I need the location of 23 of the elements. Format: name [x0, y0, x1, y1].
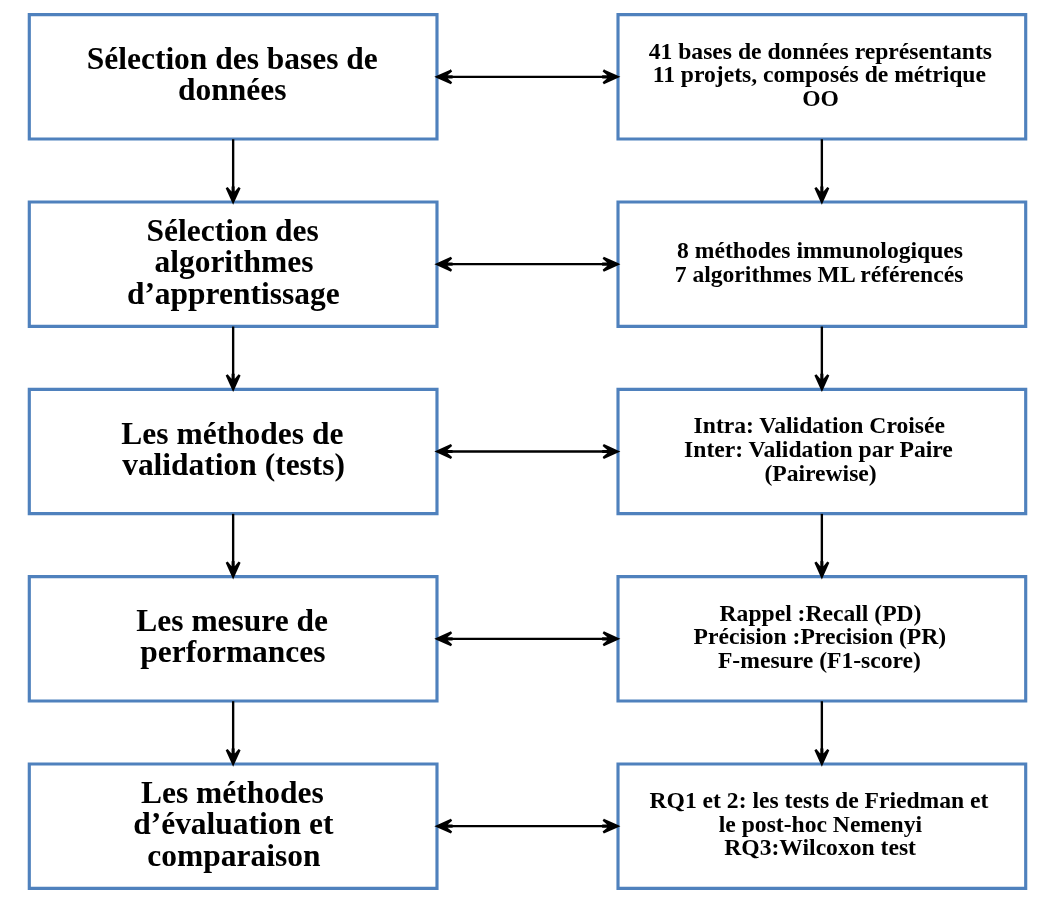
arrow	[436, 69, 619, 85]
arrow	[225, 701, 241, 765]
node-box: Les mesure de performances	[27, 575, 439, 703]
arrow	[814, 701, 830, 765]
arrow	[225, 326, 241, 391]
arrow	[225, 513, 241, 578]
arrow	[436, 818, 619, 834]
arrow	[225, 139, 241, 204]
node-box: Intra: Validation Croisée Inter: Validation par Paire (Pairewise)	[616, 387, 1028, 516]
arrow	[436, 443, 619, 460]
arrow	[814, 139, 830, 204]
arrow	[436, 256, 619, 272]
node-box: 41 bases de données représentants 11 projets, composés de métrique OO	[616, 13, 1028, 141]
node-box: RQ1 et 2: les tests de Friedman et le post-hoc Nemenyi RQ3:Wilcoxon test	[616, 762, 1028, 890]
node-box: Les méthodes de validation (tests)	[27, 387, 439, 516]
node-box: Sélection des bases de données	[27, 13, 439, 141]
node-box: 8 méthodes immunologiques 7 algorithmes ML référencés	[616, 200, 1028, 328]
node-box: Les méthodes d’évaluation et comparaison	[27, 762, 439, 890]
node-box: Rappel :Recall (PD) Précision :Precision (PR) F-mesure (F1-score)	[616, 575, 1028, 703]
node-box: Sélection des algorithmes d’apprentissage	[27, 200, 439, 328]
arrow	[814, 513, 830, 578]
arrow	[814, 326, 830, 391]
arrow	[436, 631, 619, 647]
